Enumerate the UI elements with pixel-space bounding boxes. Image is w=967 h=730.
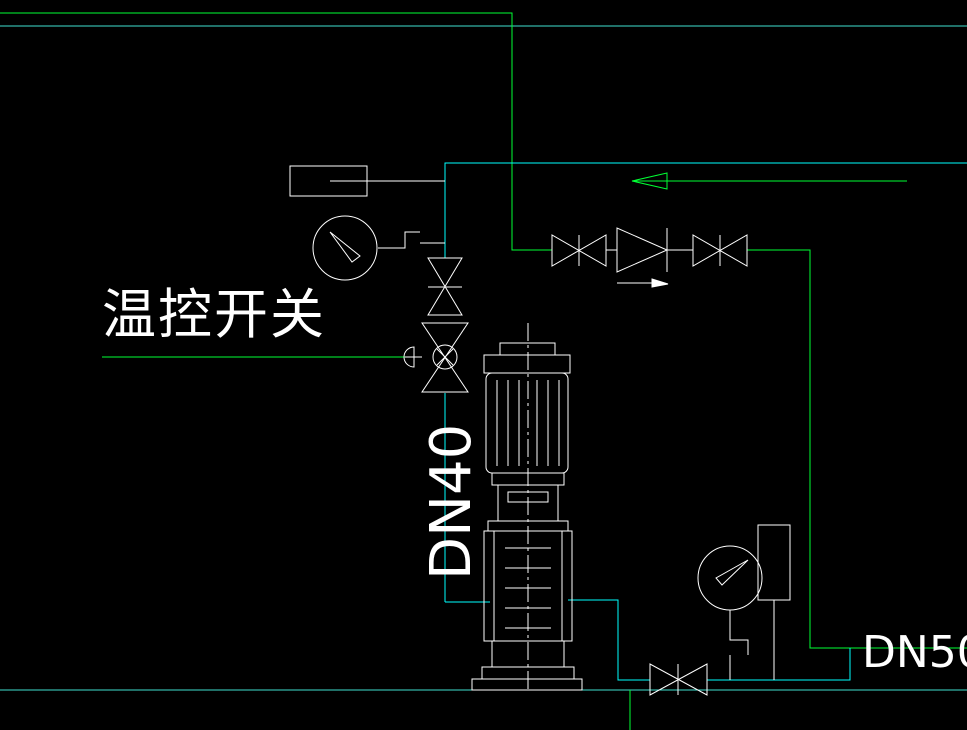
pressure-switch-icon <box>757 524 791 680</box>
vertical-pump-icon <box>471 323 583 691</box>
gate-valve-icon <box>551 234 607 267</box>
flow-arrow-icon <box>617 278 669 288</box>
gate-valve-icon <box>427 257 463 316</box>
gate-valve-icon <box>649 663 708 696</box>
gate-valve-icon <box>692 234 748 267</box>
pressure-gauge-icon <box>312 215 445 281</box>
pipe-size-dn50-label: DN50 <box>862 627 967 678</box>
cyan-piping <box>444 162 967 681</box>
green-piping <box>0 12 967 730</box>
expansion-tank-icon <box>289 165 445 197</box>
pipe-size-dn40-label: DN40 <box>419 424 484 580</box>
flow-arrow-icon <box>631 172 907 190</box>
temp-switch-label: 温控开关 <box>102 283 326 346</box>
pressure-gauge-icon <box>697 545 763 680</box>
solenoid-valve-icon <box>403 322 469 393</box>
